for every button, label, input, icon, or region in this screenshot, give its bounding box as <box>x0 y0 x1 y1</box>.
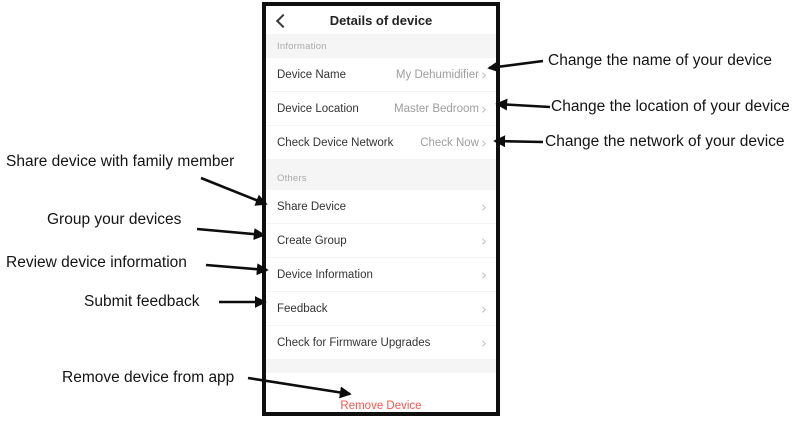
remove-device-button[interactable]: Remove Device <box>340 400 422 412</box>
chevron-right-icon: › <box>481 299 487 318</box>
chevron-right-icon: › <box>481 133 487 152</box>
chevron-right-icon: › <box>481 333 487 352</box>
arrow-change-location <box>495 98 551 111</box>
row-label: Feedback <box>277 302 328 315</box>
row-check-firmware-upgrades[interactable]: Check for Firmware Upgrades › <box>266 326 496 360</box>
row-device-information[interactable]: Device Information › <box>266 258 496 292</box>
row-value: Master Bedroom <box>393 102 479 115</box>
row-create-group[interactable]: Create Group › <box>266 224 496 258</box>
back-button[interactable] <box>275 13 293 29</box>
row-label: Create Group <box>277 234 347 247</box>
chevron-right-icon: › <box>481 197 487 216</box>
arrow-change-network <box>493 135 544 148</box>
chevron-right-icon: › <box>481 231 487 250</box>
device-details-screen: Details of device Information Device Nam… <box>262 2 500 416</box>
chevron-right-icon: › <box>481 99 487 118</box>
back-chevron-icon <box>275 13 291 29</box>
chevron-right-icon: › <box>481 265 487 284</box>
row-label: Share Device <box>277 200 347 213</box>
page-title: Details of device <box>329 12 433 28</box>
row-device-location[interactable]: Device Location Master Bedroom › <box>266 92 496 126</box>
row-label: Device Information <box>277 268 373 281</box>
annotation-share-device: Share device with family member <box>6 153 235 170</box>
row-value: My Dehumidifier <box>395 68 479 81</box>
arrow-create-group <box>196 227 266 241</box>
section-label: Information <box>277 40 327 52</box>
row-share-device[interactable]: Share Device › <box>266 190 496 224</box>
chevron-right-icon: › <box>481 65 487 84</box>
section-label: Others <box>277 173 307 184</box>
annotation-remove-device: Remove device from app <box>62 369 235 386</box>
annotation-change-location: Change the location of your device <box>551 98 790 115</box>
row-device-name[interactable]: Device Name My Dehumidifier › <box>266 58 496 92</box>
annotation-change-network: Change the network of your device <box>545 133 785 150</box>
list-gap-divider <box>266 360 496 373</box>
remove-device-area: Remove Device <box>266 373 496 412</box>
row-label: Device Name <box>277 68 347 81</box>
section-header-information: Information <box>266 34 496 58</box>
arrow-device-info <box>205 263 269 276</box>
annotation-review-info: Review device information <box>6 254 187 271</box>
row-check-device-network[interactable]: Check Device Network Check Now › <box>266 126 496 160</box>
row-label: Check for Firmware Upgrades <box>277 336 431 349</box>
navbar: Details of device <box>266 6 496 34</box>
annotation-change-name: Change the name of your device <box>548 52 773 69</box>
section-header-others: Others <box>266 160 496 190</box>
row-value: Check Now <box>420 136 479 149</box>
row-label: Device Location <box>277 102 359 115</box>
row-feedback[interactable]: Feedback › <box>266 292 496 326</box>
arrow-share-device <box>200 176 268 206</box>
row-label: Check Device Network <box>277 136 394 149</box>
annotation-group-devices: Group your devices <box>47 211 182 228</box>
annotation-submit-feedback: Submit feedback <box>84 293 200 310</box>
